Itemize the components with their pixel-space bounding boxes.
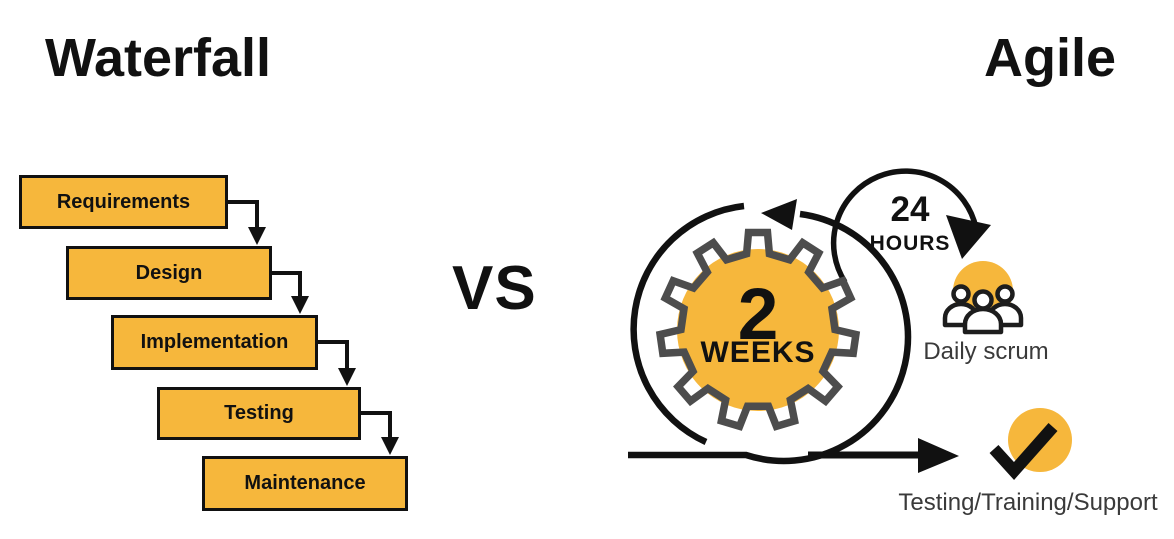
sprint-loop-arc-end	[630, 202, 745, 445]
agile-title: Agile	[983, 28, 1116, 88]
person-head	[951, 284, 971, 304]
step-arrow-line	[318, 340, 349, 368]
phase-box-implementation: Implementation	[111, 315, 318, 370]
phase-box-testing: Testing	[157, 387, 361, 440]
sprint-duration-value: 2	[737, 274, 779, 355]
phase-label: Design	[135, 261, 203, 284]
daily-cycle-unit: HOURS	[869, 232, 951, 255]
arrowhead-down-icon	[248, 227, 266, 245]
sprint-loop-arrow-icon	[628, 199, 912, 465]
phase-label: Maintenance	[244, 472, 366, 494]
arrowhead-left-icon	[761, 199, 797, 230]
gear-fill	[677, 249, 839, 411]
phase-label: Requirements	[56, 190, 191, 213]
release-activities-label: Testing/Training/Support	[898, 489, 1158, 516]
person-head	[995, 284, 1015, 304]
arrowhead-down-icon	[291, 296, 309, 314]
arrowhead-down-icon	[338, 368, 356, 386]
people-icon	[942, 261, 1024, 335]
phase-label: Implementation	[140, 331, 289, 353]
arrowhead-down-icon	[381, 437, 399, 455]
step-arrow-line	[228, 200, 259, 227]
daily-scrum-label: Daily scrum	[923, 338, 1049, 365]
checkmark-icon	[989, 408, 1072, 480]
daily-loop-arrow-icon	[830, 168, 991, 284]
arrowhead-right-icon	[918, 438, 959, 473]
waterfall-title: Waterfall	[45, 28, 272, 88]
waterfall-step-arrows	[228, 200, 399, 455]
gear-outline	[655, 228, 861, 431]
daily-loop-arc	[830, 168, 979, 284]
check-stroke	[989, 423, 1058, 480]
sprint-loop-arc	[628, 210, 912, 465]
person-head	[972, 289, 994, 311]
versus-label: VS	[452, 254, 537, 323]
phase-box-maintenance: Maintenance	[202, 456, 408, 511]
step-arrow-line	[272, 271, 302, 296]
release-flow-arrow	[808, 438, 959, 473]
step-arrow-line	[361, 411, 392, 437]
arrowhead-down-icon	[946, 215, 991, 259]
daily-cycle-value: 24	[890, 190, 930, 229]
phase-box-requirements: Requirements	[19, 175, 228, 229]
phase-box-design: Design	[66, 246, 272, 300]
phase-label: Testing	[224, 402, 294, 424]
person-body	[962, 306, 1004, 335]
sprint-duration-unit: WEEKS	[700, 336, 816, 369]
gear-icon	[655, 228, 861, 431]
